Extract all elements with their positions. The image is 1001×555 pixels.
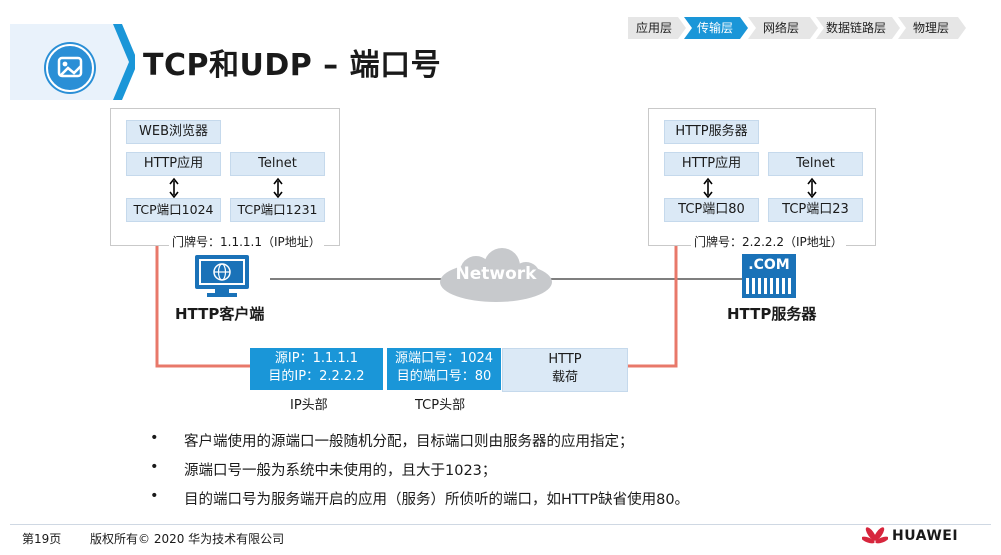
crumb-physical-layer: 物理层 <box>898 17 966 39</box>
client-telnet-chip: Telnet <box>230 152 325 176</box>
ip-header-label: IP头部 <box>290 398 328 413</box>
network-label: Network <box>455 264 537 284</box>
crumb-network-layer: 网络层 <box>748 17 818 39</box>
server-telnet-chip: Telnet <box>768 152 863 176</box>
server-port-23-chip: TCP端口23 <box>768 198 863 222</box>
ip-header-block: 源IP：1.1.1.1 目的IP：2.2.2.2 <box>250 348 383 390</box>
page-title: TCP和UDP – 端口号 <box>143 48 442 83</box>
server-address: 门牌号：2.2.2.2（IP地址） <box>691 233 846 250</box>
client-host-panel: WEB浏览器 HTTP应用 Telnet TCP端口1024 TCP端口1231… <box>110 108 340 250</box>
payload-line-1: HTTP <box>548 352 582 367</box>
crumb-application-layer: 应用层 <box>628 17 686 39</box>
crumb-transport-layer: 传输层 <box>684 17 748 39</box>
server-http-app-chip: HTTP应用 <box>664 152 759 176</box>
page-number: 第19页 <box>22 532 62 546</box>
http-payload-block: HTTP 载荷 <box>502 348 628 392</box>
huawei-logo-icon <box>861 526 889 548</box>
http-server-chip: HTTP服务器 <box>664 120 759 144</box>
brand-name: HUAWEI <box>892 528 959 544</box>
payload-line-2: 载荷 <box>551 370 578 385</box>
footer-divider <box>10 524 991 525</box>
tcp-header-block: 源端口号：1024 目的端口号：80 <box>387 348 501 390</box>
monitor-icon <box>195 255 249 297</box>
server-icon: .COM <box>742 254 796 298</box>
tcp-source-port: 源端口号：1024 <box>394 351 494 366</box>
server-port-80-chip: TCP端口80 <box>664 198 759 222</box>
double-arrow-icon <box>169 177 179 199</box>
double-arrow-icon <box>703 177 713 199</box>
client-address: 门牌号：1.1.1.1（IP地址） <box>169 233 324 250</box>
cloud-icon <box>436 248 556 304</box>
server-badge: .COM <box>748 257 790 273</box>
tcp-header-label: TCP头部 <box>415 398 466 413</box>
tcp-destination-port: 目的端口号：80 <box>396 369 492 384</box>
client-http-app-chip: HTTP应用 <box>126 152 221 176</box>
image-icon <box>46 44 94 92</box>
double-arrow-icon <box>273 177 283 199</box>
double-arrow-icon <box>807 177 817 199</box>
ip-source: 源IP：1.1.1.1 <box>274 351 359 366</box>
client-port-1024-chip: TCP端口1024 <box>126 198 221 222</box>
client-label: HTTP客户端 <box>175 305 265 323</box>
crumb-datalink-layer: 数据链路层 <box>816 17 900 39</box>
web-browser-chip: WEB浏览器 <box>126 120 221 144</box>
copyright: 版权所有© 2020 华为技术有限公司 <box>90 532 285 546</box>
client-port-1231-chip: TCP端口1231 <box>230 198 325 222</box>
server-label: HTTP服务器 <box>727 305 817 323</box>
server-host-panel: HTTP服务器 HTTP应用 Telnet TCP端口80 TCP端口23 门牌… <box>648 108 876 250</box>
slide-header <box>0 0 1001 100</box>
ip-destination: 目的IP：2.2.2.2 <box>268 369 365 384</box>
